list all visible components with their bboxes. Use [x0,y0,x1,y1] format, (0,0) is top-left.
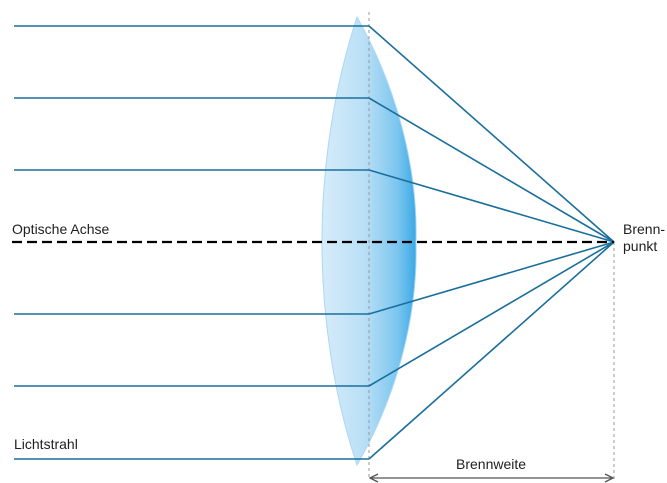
refracted-ray [368,241,615,387]
refracted-ray [368,241,615,460]
optical-axis-label: Optische Achse [12,221,110,237]
focal-point-label: Brenn- punkt [623,221,665,255]
incoming-rays [14,25,369,460]
refracted-ray [368,241,615,315]
focal-length-label: Brennweite [456,456,527,472]
refracted-ray [368,169,615,243]
refracted-ray [368,97,615,243]
refracted-ray [368,25,615,243]
refracted-rays [368,25,615,460]
focal-point-label-line2: punkt [623,238,658,254]
light-ray-label: Lichtstrahl [14,436,78,452]
focal-point-label-line1: Brenn- [623,221,666,237]
